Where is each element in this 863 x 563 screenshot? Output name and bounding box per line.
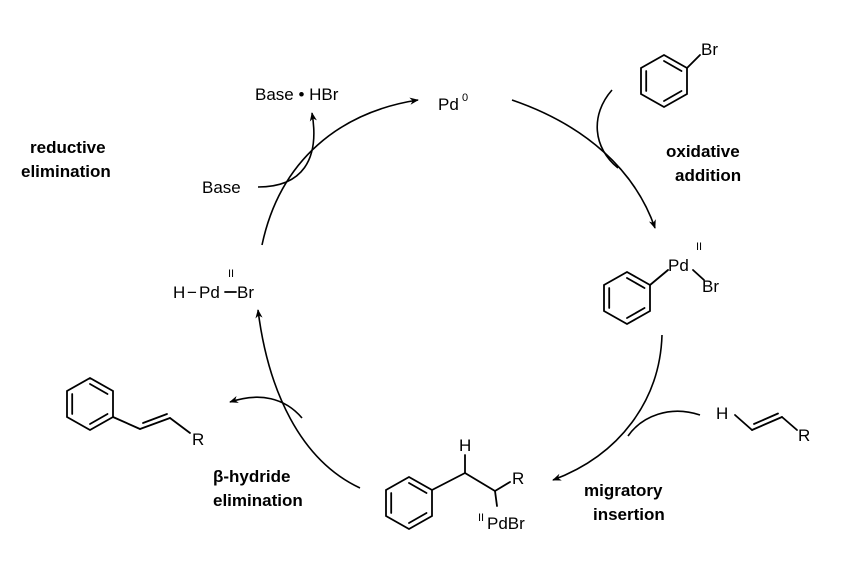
product-double-bond [142,413,168,424]
pd0-species: Pd 0 [438,92,468,114]
alkene-h: H [716,404,728,423]
bromobenzene-br: Br [701,40,718,59]
step-migratory-insertion: migratory insertion [584,481,665,524]
h-pd-br-oxidation-state: II [228,268,234,280]
step-reductive-elimination-line1: reductive [30,138,106,157]
aryl-pd-oxidation-state: II [696,241,702,253]
cycle-arrow-reductive-elimination [261,97,419,246]
pd0-oxidation-state: 0 [462,92,468,104]
aryl-pd-ring [603,270,651,326]
step-oxidative-addition-line1: oxidative [666,142,740,161]
aryl-pd-pd: Pd [668,256,689,275]
alkyl-pd-oxidation-state: II [478,512,484,524]
alkene-bond [734,414,753,431]
c-br-bond [686,54,701,69]
alkyl-pd-double-bond [408,482,428,494]
cycle-arrow-beta-hydride-elimination [255,309,361,489]
cycle-arrow-oxidative-addition [511,99,656,229]
h-pd-br-dash: − [187,283,197,302]
step-reductive-elimination: reductive elimination [21,138,111,181]
side-arrow-alkene-in [627,410,701,437]
product-ring [66,376,114,432]
bromobenzene-structure: Br [640,40,718,109]
h-pd-br-h: H [173,283,185,302]
product-bond [139,417,171,430]
product-bond [112,416,141,430]
alkyl-pd-h: H [459,436,471,455]
step-migratory-insertion-line2: insertion [593,505,665,524]
alkyl-pd-species: H R II PdBr [385,436,525,533]
aryl-pd-double-bond [626,277,646,289]
base-label: Base [202,178,241,197]
alkyl-pd-pdbr: PdBr [487,514,525,533]
product-structure: R [66,376,204,449]
product-r: R [192,430,204,449]
bromobenzene-ring [640,53,688,109]
product-bond [169,417,191,434]
step-beta-hydride-line1: β-hydride [213,467,290,486]
bromobenzene-double-bond [663,90,683,102]
alkyl-pd-ring [385,475,433,531]
side-arrow-aryl-bromide-in [596,89,619,169]
alkene-r: R [798,426,810,445]
alkyl-pd-r: R [512,469,524,488]
step-migratory-insertion-line1: migratory [584,481,663,500]
side-arrow-base-to-salt [257,112,317,188]
product-double-bond [89,383,109,395]
step-reductive-elimination-line2: elimination [21,162,111,181]
bromobenzene-double-bond [663,60,683,72]
cycle-arrow-migratory-insertion [552,334,663,481]
alkyl-pd-double-bond [408,512,428,524]
product-double-bond [89,413,109,425]
aryl-pd-species: Pd II Br [603,241,719,326]
side-arrow-product-out [229,396,303,419]
alkyl-pd-bond [494,481,511,492]
step-oxidative-addition-line2: addition [675,166,741,185]
pd0-label: Pd [438,95,459,114]
h-pd-br-species: H − Pd II Br [173,268,254,302]
pd-br-bond [692,269,705,281]
alkene-double-bond [753,412,779,425]
h-pd-br-pd: Pd [199,283,220,302]
step-beta-hydride-elimination: β-hydride elimination [213,467,303,510]
step-oxidative-addition: oxidative addition [666,142,741,185]
alkyl-pd-bond [464,472,496,492]
alkene-bond [781,416,798,431]
step-beta-hydride-line2: elimination [213,491,303,510]
h-pd-br-br: Br [237,283,254,302]
aryl-pd-br: Br [702,277,719,296]
alkene-bond [751,416,783,431]
aryl-pd-double-bond [626,307,646,319]
alkyl-pd-bond [494,490,498,507]
alkene-structure: H R [716,404,810,445]
base-hbr-label: Base • HBr [255,85,339,104]
alkyl-pd-bond [431,472,466,491]
c-pd-bond [649,269,669,286]
